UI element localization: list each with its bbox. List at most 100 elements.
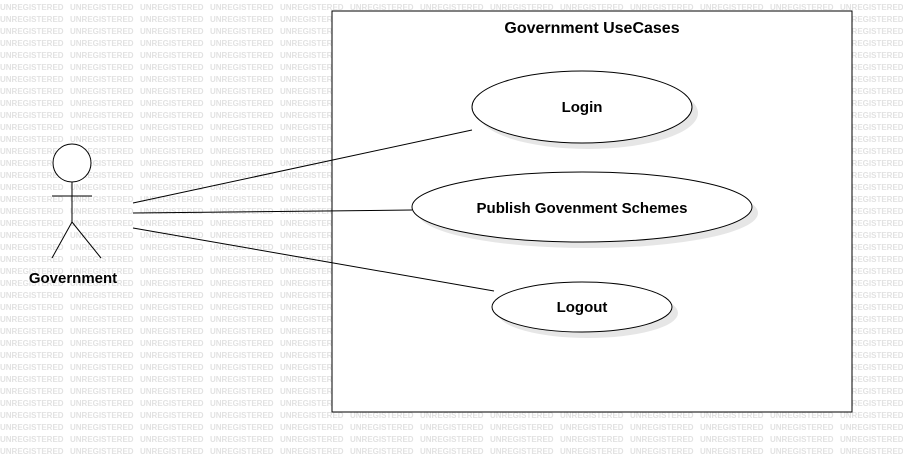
watermark-text: UNREGISTERED: [210, 291, 274, 300]
watermark-text: UNREGISTERED: [210, 51, 274, 60]
watermark-text: UNREGISTERED: [840, 267, 903, 276]
watermark-text: UNREGISTERED: [0, 267, 64, 276]
watermark-text: UNREGISTERED: [70, 39, 134, 48]
watermark-text: UNREGISTERED: [140, 123, 204, 132]
watermark-text: UNREGISTERED: [840, 243, 903, 252]
watermark-text: UNREGISTERED: [0, 159, 64, 168]
watermark-text: UNREGISTERED: [210, 435, 274, 444]
watermark-text: UNREGISTERED: [0, 15, 64, 24]
actor-government[interactable]: Government: [29, 143, 117, 287]
watermark-text: UNREGISTERED: [210, 87, 274, 96]
watermark-text: UNREGISTERED: [0, 39, 64, 48]
watermark-text: UNREGISTERED: [0, 447, 64, 456]
watermark-text: UNREGISTERED: [140, 15, 204, 24]
watermark-text: UNREGISTERED: [70, 351, 134, 360]
watermark-text: UNREGISTERED: [210, 27, 274, 36]
watermark-text: UNREGISTERED: [70, 243, 134, 252]
use-case-login[interactable]: Login: [471, 70, 698, 149]
watermark-text: UNREGISTERED: [0, 123, 64, 132]
watermark-text: UNREGISTERED: [210, 75, 274, 84]
watermark-text: UNREGISTERED: [140, 99, 204, 108]
watermark-text: UNREGISTERED: [140, 207, 204, 216]
use-case-logout[interactable]: Logout: [491, 281, 678, 338]
watermark-text: UNREGISTERED: [840, 435, 903, 444]
use-case-publish-schemes[interactable]: Publish Govenment Schemes: [411, 171, 758, 248]
watermark-text: UNREGISTERED: [840, 291, 903, 300]
watermark-text: UNREGISTERED: [840, 375, 903, 384]
watermark-text: UNREGISTERED: [0, 195, 64, 204]
watermark-text: UNREGISTERED: [140, 387, 204, 396]
watermark-text: UNREGISTERED: [0, 27, 64, 36]
watermark-text: UNREGISTERED: [280, 3, 344, 12]
watermark-text: UNREGISTERED: [350, 423, 414, 432]
watermark-text: UNREGISTERED: [420, 3, 484, 12]
watermark-text: UNREGISTERED: [490, 435, 554, 444]
watermark-text: UNREGISTERED: [280, 99, 344, 108]
watermark-text: UNREGISTERED: [700, 3, 764, 12]
associations: [132, 129, 495, 292]
watermark-text: UNREGISTERED: [840, 363, 903, 372]
actor-right-leg: [71, 221, 102, 259]
watermark-text: UNREGISTERED: [210, 219, 274, 228]
use-case-logout-ellipse: [491, 281, 673, 333]
watermark-text: UNREGISTERED: [770, 423, 834, 432]
watermark-text: UNREGISTERED: [840, 255, 903, 264]
system-title: Government UseCases: [504, 20, 679, 37]
association-line-login[interactable]: [132, 129, 473, 204]
watermark-text: UNREGISTERED: [0, 303, 64, 312]
watermark-text: UNREGISTERED: [0, 51, 64, 60]
watermark-text: UNREGISTERED: [140, 27, 204, 36]
watermark-text: UNREGISTERED: [140, 159, 204, 168]
watermark-text: UNREGISTERED: [280, 171, 344, 180]
watermark-text: UNREGISTERED: [210, 39, 274, 48]
watermark-text: UNREGISTERED: [210, 15, 274, 24]
watermark-text: UNREGISTERED: [210, 315, 274, 324]
use-case-publish-label: Publish Govenment Schemes: [477, 200, 688, 217]
watermark-text: UNREGISTERED: [280, 327, 344, 336]
watermark-text: UNREGISTERED: [280, 75, 344, 84]
watermark-text: UNREGISTERED: [630, 3, 694, 12]
use-case-login-ellipse: [471, 70, 693, 144]
watermark-text: UNREGISTERED: [70, 63, 134, 72]
watermark-text: UNREGISTERED: [0, 315, 64, 324]
watermark-text: UNREGISTERED: [210, 447, 274, 456]
watermark-text: UNREGISTERED: [280, 243, 344, 252]
watermark-text: UNREGISTERED: [700, 447, 764, 456]
watermark-text: UNREGISTERED: [210, 387, 274, 396]
watermark-text: UNREGISTERED: [280, 15, 344, 24]
use-case-logout-label: Logout: [557, 299, 608, 316]
watermark-text: UNREGISTERED: [70, 51, 134, 60]
watermark-text: UNREGISTERED: [280, 399, 344, 408]
watermark-text: UNREGISTERED: [0, 207, 64, 216]
watermark-text: UNREGISTERED: [210, 3, 274, 12]
watermark-text: UNREGISTERED: [0, 231, 64, 240]
watermark-text: UNREGISTERED: [70, 291, 134, 300]
watermark-text: UNREGISTERED: [70, 27, 134, 36]
watermark-text: UNREGISTERED: [280, 135, 344, 144]
watermark-text: UNREGISTERED: [140, 279, 204, 288]
watermark-text: UNREGISTERED: [840, 75, 903, 84]
watermark-text: UNREGISTERED: [70, 219, 134, 228]
watermark-text: UNREGISTERED: [0, 111, 64, 120]
watermark-text: UNREGISTERED: [140, 75, 204, 84]
watermark-text: UNREGISTERED: [280, 375, 344, 384]
watermark-text: UNREGISTERED: [840, 87, 903, 96]
association-line-publish[interactable]: [132, 209, 413, 214]
watermark-text: UNREGISTERED: [0, 99, 64, 108]
watermark-text: UNREGISTERED: [840, 351, 903, 360]
association-line-logout[interactable]: [132, 227, 495, 292]
watermark-text: UNREGISTERED: [70, 435, 134, 444]
watermark-text: UNREGISTERED: [0, 339, 64, 348]
watermark-text: UNREGISTERED: [140, 135, 204, 144]
watermark-text: UNREGISTERED: [280, 411, 344, 420]
watermark-text: UNREGISTERED: [280, 303, 344, 312]
watermark-text: UNREGISTERED: [140, 315, 204, 324]
watermark-text: UNREGISTERED: [140, 195, 204, 204]
watermark-text: UNREGISTERED: [70, 195, 134, 204]
watermark-text: UNREGISTERED: [70, 255, 134, 264]
watermark-text: UNREGISTERED: [140, 447, 204, 456]
watermark-text: UNREGISTERED: [210, 99, 274, 108]
watermark-text: UNREGISTERED: [0, 363, 64, 372]
watermark-text: UNREGISTERED: [350, 435, 414, 444]
